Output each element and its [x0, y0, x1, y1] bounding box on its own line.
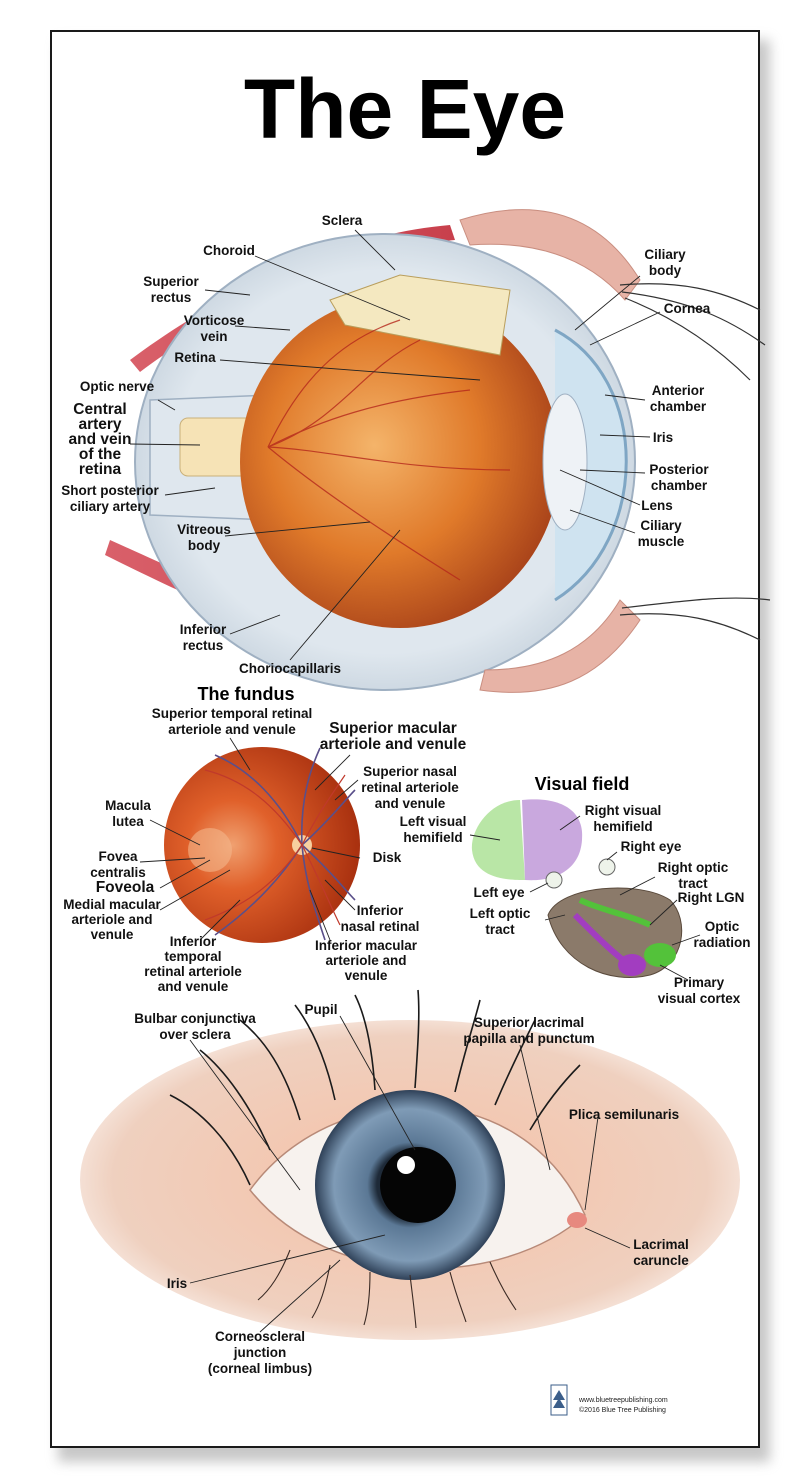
label-right-lgn: Right LGN	[678, 890, 745, 905]
label-caruncle-2: caruncle	[633, 1253, 689, 1268]
left-cortex-region	[618, 954, 646, 976]
visual-field-heading: Visual field	[535, 774, 630, 794]
label-sup-temporal-1: Superior temporal retinal	[152, 706, 313, 721]
label-inf-temporal-1: Inferior	[170, 934, 217, 949]
right-cortex-region	[644, 943, 676, 967]
label-sclera: Sclera	[322, 213, 363, 228]
label-disk: Disk	[373, 850, 402, 865]
label-optic-radiation-2: radiation	[693, 935, 750, 950]
publisher-footer: www.bluetreepublishing.com ©2016 Blue Tr…	[551, 1385, 668, 1415]
label-iris-external: Iris	[167, 1276, 187, 1291]
pupil-disc	[380, 1147, 456, 1223]
label-medial-macular-1: Medial macular	[63, 897, 161, 912]
label-macula-1: Macula	[105, 798, 151, 813]
label-fovea-2: centralis	[90, 865, 146, 880]
label-bulbar-1: Bulbar conjunctiva	[134, 1011, 256, 1026]
label-inf-temporal-2: temporal	[164, 949, 221, 964]
label-macula-2: lutea	[112, 814, 144, 829]
label-left-hemifield-2: hemifield	[403, 830, 462, 845]
fundus-heading: The fundus	[198, 684, 295, 704]
label-left-optic-tract-2: tract	[485, 922, 515, 937]
label-sup-nasal-3: and venule	[375, 796, 446, 811]
label-inf-temporal-3: retinal arteriole	[144, 964, 242, 979]
label-inf-nasal-2: nasal retinal	[341, 919, 420, 934]
macula-spot	[188, 828, 232, 872]
label-left-eye: Left eye	[473, 885, 525, 900]
label-medial-macular-3: venule	[91, 927, 134, 942]
label-corneoscleral-1: Corneoscleral	[215, 1329, 305, 1344]
label-pupil: Pupil	[305, 1002, 338, 1017]
label-corneoscleral-3: (corneal limbus)	[208, 1361, 312, 1376]
label-lens: Lens	[641, 498, 673, 513]
publisher-copyright: ©2016 Blue Tree Publishing	[579, 1406, 666, 1414]
label-inferior-rectus-1: Inferior	[180, 622, 227, 637]
label-retina: Retina	[174, 350, 216, 365]
label-bulbar-2: over sclera	[159, 1027, 231, 1042]
label-inf-macular-2: arteriole and	[325, 953, 406, 968]
label-short-posterior-1: Short posterior	[61, 483, 159, 498]
label-short-posterior-2: ciliary artery	[70, 499, 151, 514]
right-eye-ball	[599, 859, 615, 875]
label-anterior-chamber-1: Anterior	[652, 383, 705, 398]
label-medial-macular-2: arteriole and	[71, 912, 152, 927]
label-inf-macular-3: venule	[345, 968, 388, 983]
label-vorticose-vein-1: Vorticose	[184, 313, 245, 328]
label-optic-radiation-1: Optic	[705, 919, 740, 934]
label-right-optic-tract-1: Right optic	[658, 860, 729, 875]
label-posterior-chamber-1: Posterior	[649, 462, 709, 477]
label-primary-cortex-2: visual cortex	[658, 991, 741, 1006]
label-corneoscleral-2: junction	[233, 1345, 287, 1360]
label-inferior-rectus-2: rectus	[183, 638, 224, 653]
label-iris-cross: Iris	[653, 430, 673, 445]
label-ciliary-muscle-1: Ciliary	[640, 518, 682, 533]
label-posterior-chamber-2: chamber	[651, 478, 708, 493]
label-sup-macular-1: Superior macular	[329, 720, 457, 737]
label-inf-nasal-1: Inferior	[357, 903, 404, 918]
label-right-optic-tract-2: tract	[678, 876, 708, 891]
label-right-hemifield-1: Right visual	[585, 803, 662, 818]
label-caruncle-1: Lacrimal	[633, 1237, 689, 1252]
label-sup-lacrimal-2: papilla and punctum	[463, 1031, 594, 1046]
pupil-highlight	[397, 1156, 415, 1174]
label-foveola: Foveola	[96, 879, 155, 896]
label-left-hemifield-1: Left visual	[400, 814, 467, 829]
label-inf-macular-1: Inferior macular	[315, 938, 418, 953]
label-vitreous-1: Vitreous	[177, 522, 231, 537]
label-superior-rectus-1: Superior	[143, 274, 199, 289]
vitreous-globe	[240, 296, 560, 628]
label-sup-nasal-2: retinal arteriole	[361, 780, 459, 795]
label-ciliary-body-2: body	[649, 263, 682, 278]
label-right-hemifield-2: hemifield	[593, 819, 652, 834]
label-cornea: Cornea	[664, 301, 711, 316]
label-plica: Plica semilunaris	[569, 1107, 679, 1122]
label-inf-temporal-4: and venule	[158, 979, 229, 994]
label-sup-lacrimal-1: Superior lacrimal	[474, 1015, 584, 1030]
label-right-eye: Right eye	[621, 839, 682, 854]
label-optic-nerve: Optic nerve	[80, 379, 155, 394]
label-sup-temporal-2: arteriole and venule	[168, 722, 296, 737]
lens-shape	[543, 394, 587, 530]
left-eye-ball	[546, 872, 562, 888]
label-ciliary-muscle-2: muscle	[638, 534, 685, 549]
label-superior-rectus-2: rectus	[151, 290, 192, 305]
label-choriocapillaris: Choriocapillaris	[239, 661, 341, 676]
fundus-image	[164, 747, 360, 943]
label-vorticose-vein-2: vein	[200, 329, 227, 344]
publisher-url: www.bluetreepublishing.com	[578, 1397, 668, 1404]
lacrimal-caruncle-shape	[567, 1212, 587, 1228]
right-hemifield-shape	[522, 799, 582, 880]
label-anterior-chamber-2: chamber	[650, 399, 707, 414]
label-vitreous-2: body	[188, 538, 221, 553]
label-ciliary-body-1: Ciliary	[644, 247, 686, 262]
label-sup-nasal-1: Superior nasal	[363, 764, 457, 779]
label-fovea-1: Fovea	[98, 849, 138, 864]
eye-cross-section	[105, 210, 770, 693]
label-left-optic-tract-1: Left optic	[470, 906, 531, 921]
label-choroid: Choroid	[203, 243, 255, 258]
label-primary-cortex-1: Primary	[674, 975, 725, 990]
poster-title: The Eye	[244, 62, 566, 156]
label-sup-macular-2: arteriole and venule	[320, 736, 467, 753]
label-central-artery-5: retina	[79, 461, 122, 478]
